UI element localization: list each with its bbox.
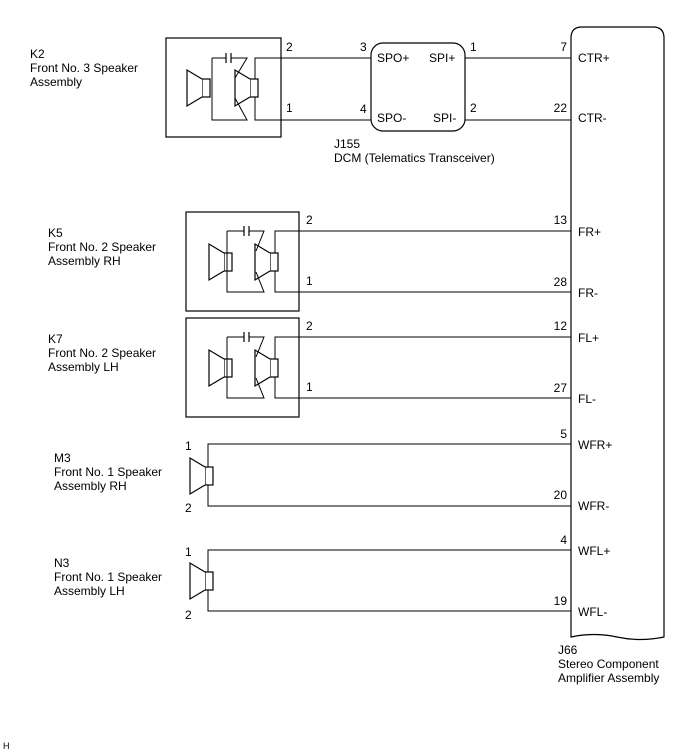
wire-wfl-plus [207,549,571,572]
amp-terminal-number: 5 [560,427,567,441]
amp-terminal-label: FL+ [578,331,600,345]
amp-terminal-label: WFR+ [578,438,613,452]
j155-terminal-spo-plus: SPO+ [377,51,410,65]
j66-label: J66 Stereo Component Amplifier Assembly [558,643,660,685]
j155-pin-spi-plus: 1 [470,40,477,54]
amp-terminal-number: 22 [553,101,567,115]
amp-terminal-number: 20 [553,488,567,502]
corner-mark: H [3,741,10,751]
j155-label: J155 DCM (Telematics Transceiver) [334,137,495,165]
j155-terminal-spo-minus: SPO- [377,111,407,125]
j155-terminal-spi-minus: SPI- [433,111,457,125]
amp-terminal-label: FL- [578,392,596,406]
k7-pin-bottom: 1 [306,380,313,394]
k2-speaker-box [165,37,282,138]
k2-pin-top: 2 [286,40,293,54]
k2-label: K2 Front No. 3 Speaker Assembly [30,47,139,89]
j155-pin-spi-minus: 2 [470,101,477,115]
n3-pin-bottom: 2 [185,608,192,622]
k5-pin-top: 2 [306,213,313,227]
n3-label: N3 Front No. 1 Speaker Assembly LH [54,556,163,598]
k5-label: K5 Front No. 2 Speaker Assembly RH [48,226,157,268]
amp-terminal-label: CTR+ [578,51,610,65]
amp-terminal-label: CTR- [578,111,607,125]
amp-terminal-number: 13 [553,213,567,227]
amp-terminal-number: 19 [553,594,567,608]
j155-dcm-box [370,42,466,132]
j155-terminal-spi-plus: SPI+ [429,51,456,65]
k2-pin-bottom: 1 [286,101,293,115]
wire-wfr-plus [207,443,571,467]
m3-pin-top: 1 [185,439,192,453]
j155-pin-spo-plus: 3 [360,40,367,54]
k5-pin-bottom: 1 [306,274,313,288]
amp-terminal-number: 27 [553,381,567,395]
k7-speaker-box [185,317,300,418]
k5-speaker-box [185,211,300,312]
amp-terminal-label: WFR- [578,499,610,513]
amp-terminal-number: 28 [553,275,567,289]
amp-terminal-label: FR+ [578,225,602,239]
m3-label: M3 Front No. 1 Speaker Assembly RH [54,451,163,493]
wire-wfl-minus [207,590,571,612]
amp-terminal-number: 4 [560,533,567,547]
n3-pin-top: 1 [185,545,192,559]
amp-terminal-label: WFL- [578,605,608,619]
amp-terminal-label: FR- [578,286,598,300]
amp-terminal-label: WFL+ [578,544,611,558]
j155-pin-spo-minus: 4 [360,102,367,116]
k7-pin-top: 2 [306,319,313,333]
amp-terminal-number: 7 [560,40,567,54]
k7-label: K7 Front No. 2 Speaker Assembly LH [48,332,157,374]
m3-pin-bottom: 2 [185,501,192,515]
amp-terminal-number: 12 [553,319,567,333]
wire-wfr-minus [207,485,571,507]
j66-amplifier-body [570,26,665,641]
